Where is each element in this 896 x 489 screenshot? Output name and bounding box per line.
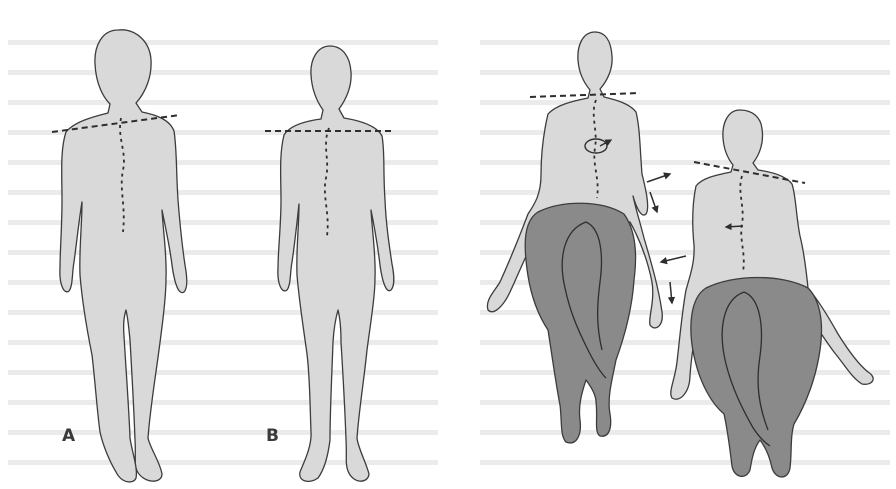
panel-label-b: B (266, 426, 279, 446)
figure-b-body (265, 46, 394, 481)
arrow-up-right (647, 174, 670, 182)
shoulder-line-rider-1 (530, 93, 640, 97)
lateral-shift-arrow (726, 226, 743, 227)
arrow-left (661, 256, 686, 262)
panel-label-a: A (62, 426, 75, 446)
horse-1 (525, 203, 635, 443)
figure-a-body (52, 30, 187, 482)
horse-2 (691, 278, 822, 478)
arrow-down-lower (670, 282, 672, 303)
